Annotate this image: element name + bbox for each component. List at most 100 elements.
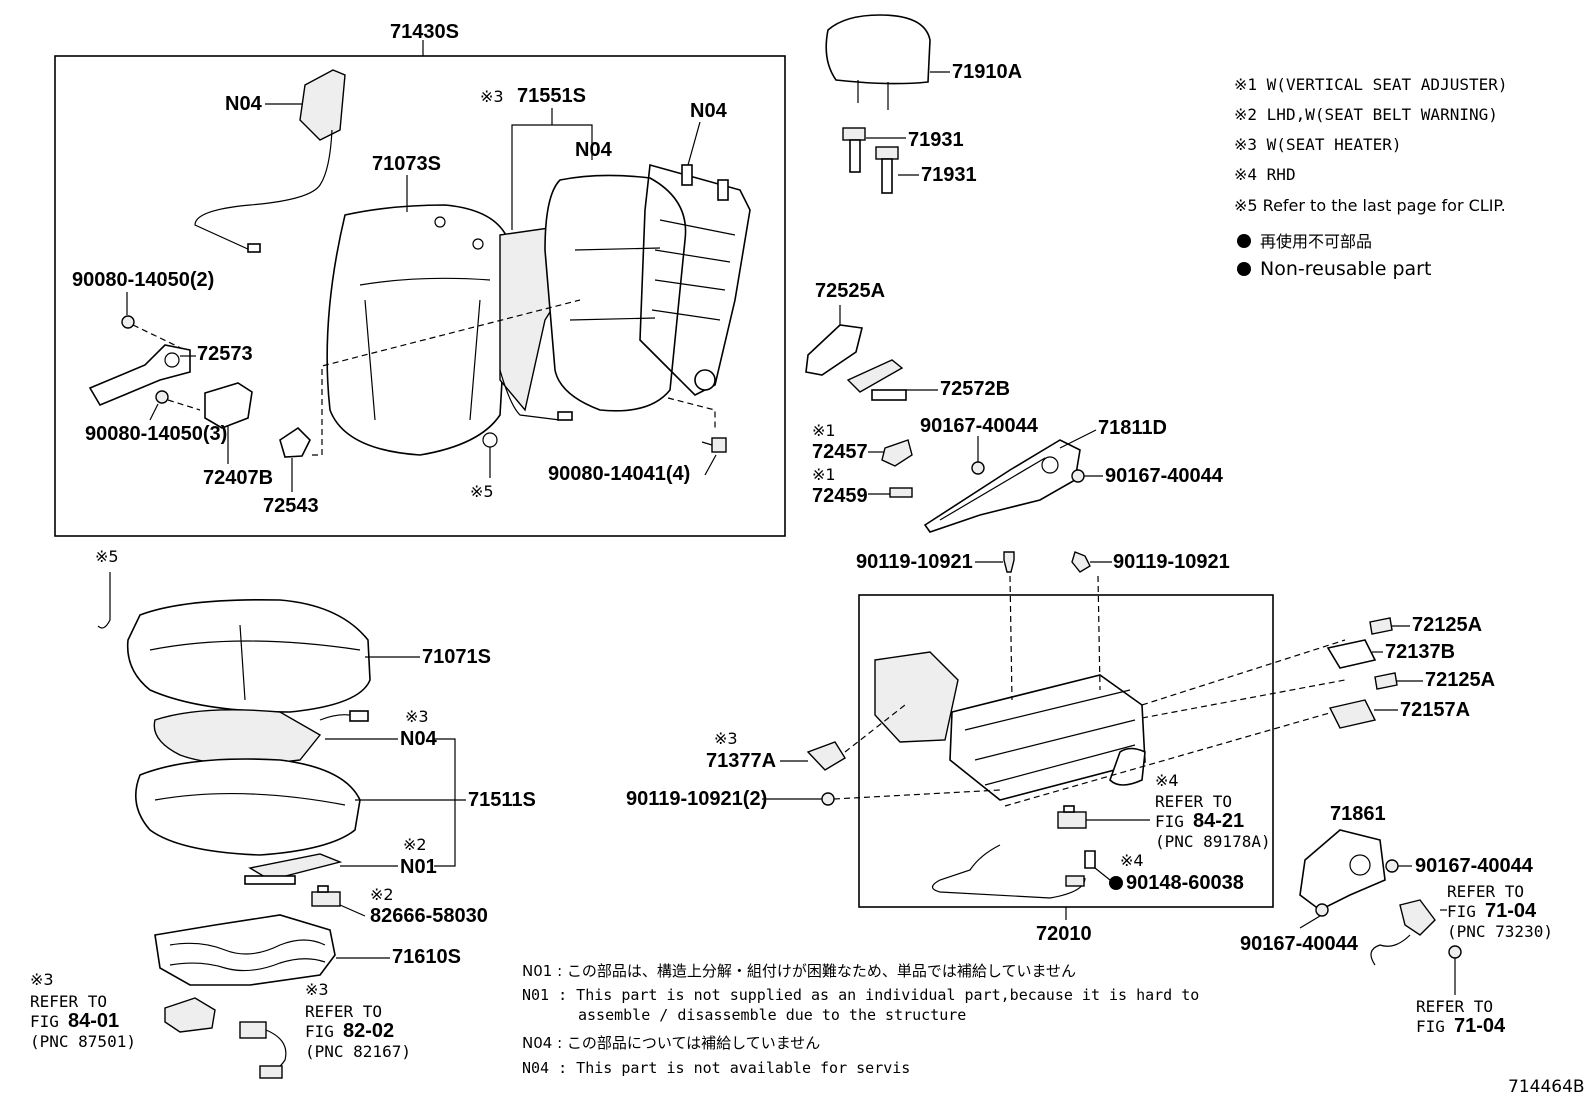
fig-ref-84-01[interactable]: 84-01 — [68, 1010, 119, 1032]
note-mark-2-n01: ※2 — [403, 835, 427, 854]
part-label-71551S[interactable]: 71551S — [517, 85, 586, 107]
part-label-72125A-a[interactable]: 72125A — [1412, 614, 1482, 636]
trim-cover-72525A[interactable] — [805, 324, 863, 376]
cover-72137B[interactable] — [1326, 639, 1377, 669]
fig-prefix-3: FIG — [1155, 812, 1184, 831]
cover-72157A[interactable] — [1328, 699, 1377, 729]
part-label-90080-14050-3[interactable]: 90080-14050(3) — [85, 423, 227, 445]
seat-heater-n04[interactable] — [153, 709, 369, 765]
headrest-71910A[interactable] — [825, 14, 931, 110]
part-label-71430S[interactable]: 71430S — [390, 21, 459, 43]
part-label-72125A-b[interactable]: 72125A — [1425, 669, 1495, 691]
clip-90148-60038[interactable] — [1084, 850, 1096, 869]
headrest-support-b[interactable] — [875, 146, 899, 194]
fig-ref-82-02[interactable]: 82-02 — [343, 1020, 394, 1042]
part-label-90167-40044-a[interactable]: 90167-40044 — [920, 415, 1039, 437]
part-label-71931-a[interactable]: 71931 — [908, 129, 964, 151]
buckle-73230[interactable] — [1370, 899, 1462, 966]
seat-heater-part[interactable] — [194, 69, 346, 253]
part-label-72572B[interactable]: 72572B — [940, 378, 1010, 400]
part-label-90119-10921-b[interactable]: 90119-10921 — [1113, 551, 1230, 573]
screw-90167-40044-c[interactable] — [1385, 859, 1399, 873]
seatback-frame[interactable] — [639, 163, 751, 396]
part-label-90167-40044-c[interactable]: 90167-40044 — [1415, 855, 1534, 877]
part-label-90119-10921-2[interactable]: 90119-10921(2) — [626, 788, 767, 810]
non-reusable-bullet-icon — [1109, 876, 1123, 890]
trim-72572B[interactable] — [846, 359, 904, 393]
module-87501[interactable] — [164, 997, 216, 1033]
note-mark-5-a: ※5 — [470, 482, 494, 501]
sensor-n01[interactable] — [244, 853, 343, 885]
footnote-n01-jp: N01 : この部品は、構造上分解・組付けが困難なため、単品では補給していません — [522, 962, 1076, 980]
part-label-71073S[interactable]: 71073S — [372, 153, 441, 175]
switch-89178A[interactable] — [1057, 805, 1087, 829]
part-label-72137B[interactable]: 72137B — [1385, 641, 1455, 663]
part-label-72459[interactable]: 72459 — [812, 485, 868, 507]
spring-mat-71610S[interactable] — [154, 914, 336, 986]
part-label-71610S[interactable]: 71610S — [392, 946, 461, 968]
part-label-n04-seat[interactable]: N04 — [400, 728, 438, 750]
knob-72457[interactable] — [881, 439, 913, 467]
fig-ref-71-04-b[interactable]: 71-04 — [1454, 1015, 1506, 1037]
headrest-support-a[interactable] — [842, 127, 866, 173]
part-label-n04-c[interactable]: N04 — [690, 100, 728, 122]
part-label-90080-14041-4[interactable]: 90080-14041(4) — [548, 463, 690, 485]
part-label-71931-b[interactable]: 71931 — [921, 164, 977, 186]
bolt-90080-14050-2[interactable] — [121, 315, 135, 329]
part-label-71811D[interactable]: 71811D — [1098, 417, 1167, 439]
part-label-90167-40044-b[interactable]: 90167-40044 — [1105, 465, 1224, 487]
knob-72459[interactable] — [889, 487, 913, 498]
screw-90167-40044-b[interactable] — [1071, 469, 1085, 483]
screw-90167-40044-a[interactable] — [971, 461, 985, 475]
part-label-90148-60038[interactable]: 90148-60038 — [1126, 872, 1244, 894]
part-label-n04-b[interactable]: N04 — [575, 139, 613, 161]
fig-ref-84-21[interactable]: 84-21 — [1193, 810, 1244, 832]
part-label-72543[interactable]: 72543 — [263, 495, 319, 517]
seat-track-adjuster[interactable] — [874, 651, 1146, 801]
harness-82167[interactable] — [239, 1021, 287, 1079]
seatback-cover[interactable] — [326, 204, 511, 456]
part-label-72010[interactable]: 72010 — [1036, 923, 1092, 945]
cover-72125A-b[interactable] — [1374, 672, 1398, 690]
bracket-71377A[interactable] — [806, 741, 846, 771]
refer-to-1: REFER TO — [30, 992, 107, 1011]
bolt-90119-10921-a[interactable] — [1003, 551, 1015, 573]
part-label-n04-a[interactable]: N04 — [225, 93, 263, 115]
footnote-n04-en: N04 : This part is not available for ser… — [522, 1059, 910, 1077]
connector-82666-58030[interactable] — [311, 885, 341, 907]
part-label-72407B[interactable]: 72407B — [203, 467, 273, 489]
part-label-71377A[interactable]: 71377A — [706, 750, 776, 772]
bolt-90080-14050-3[interactable] — [155, 390, 169, 404]
refer-to-4: REFER TO — [1447, 882, 1524, 901]
note-mark-4-refer: ※4 — [1155, 771, 1179, 790]
part-label-72573[interactable]: 72573 — [197, 343, 253, 365]
part-label-71861[interactable]: 71861 — [1330, 803, 1386, 825]
bolt-90119-10921-2[interactable] — [821, 792, 835, 806]
recliner-72407B[interactable] — [204, 382, 253, 429]
screw-90167-40044-d[interactable] — [1315, 903, 1329, 917]
part-label-82666-58030[interactable]: 82666-58030 — [370, 905, 488, 927]
fig-ref-71-04-a[interactable]: 71-04 — [1485, 900, 1537, 922]
part-label-72457[interactable]: 72457 — [812, 441, 868, 463]
part-label-71910A[interactable]: 71910A — [952, 61, 1022, 83]
harness-90148[interactable] — [931, 844, 1086, 899]
part-label-71511S[interactable]: 71511S — [468, 789, 536, 811]
part-label-72157A[interactable]: 72157A — [1400, 699, 1470, 721]
cover-72125A-a[interactable] — [1369, 617, 1393, 635]
part-label-90080-14050-2[interactable]: 90080-14050(2) — [72, 269, 214, 291]
footnote-n01-en-cont: assemble / disassemble due to the struct… — [578, 1006, 966, 1024]
bolt-90080-14041[interactable] — [701, 437, 727, 453]
cover-72543[interactable] — [279, 426, 311, 458]
part-label-72525A[interactable]: 72525A — [815, 280, 885, 302]
shield-71811D[interactable] — [923, 439, 1081, 533]
part-label-n01-seat[interactable]: N01 — [400, 856, 437, 878]
bracket-72572B[interactable] — [871, 389, 907, 401]
shield-71861[interactable] — [1299, 829, 1386, 911]
bolt-90119-10921-b[interactable] — [1071, 551, 1091, 573]
diagram-id: 714464B — [1508, 1077, 1585, 1097]
part-label-90119-10921-a[interactable]: 90119-10921 — [856, 551, 973, 573]
part-label-90167-40044-d[interactable]: 90167-40044 — [1240, 933, 1359, 955]
part-label-71071S[interactable]: 71071S — [422, 646, 491, 668]
seat-cushion-cover-71071S[interactable] — [126, 598, 371, 713]
seat-cushion-pad-71511S[interactable] — [134, 758, 361, 856]
